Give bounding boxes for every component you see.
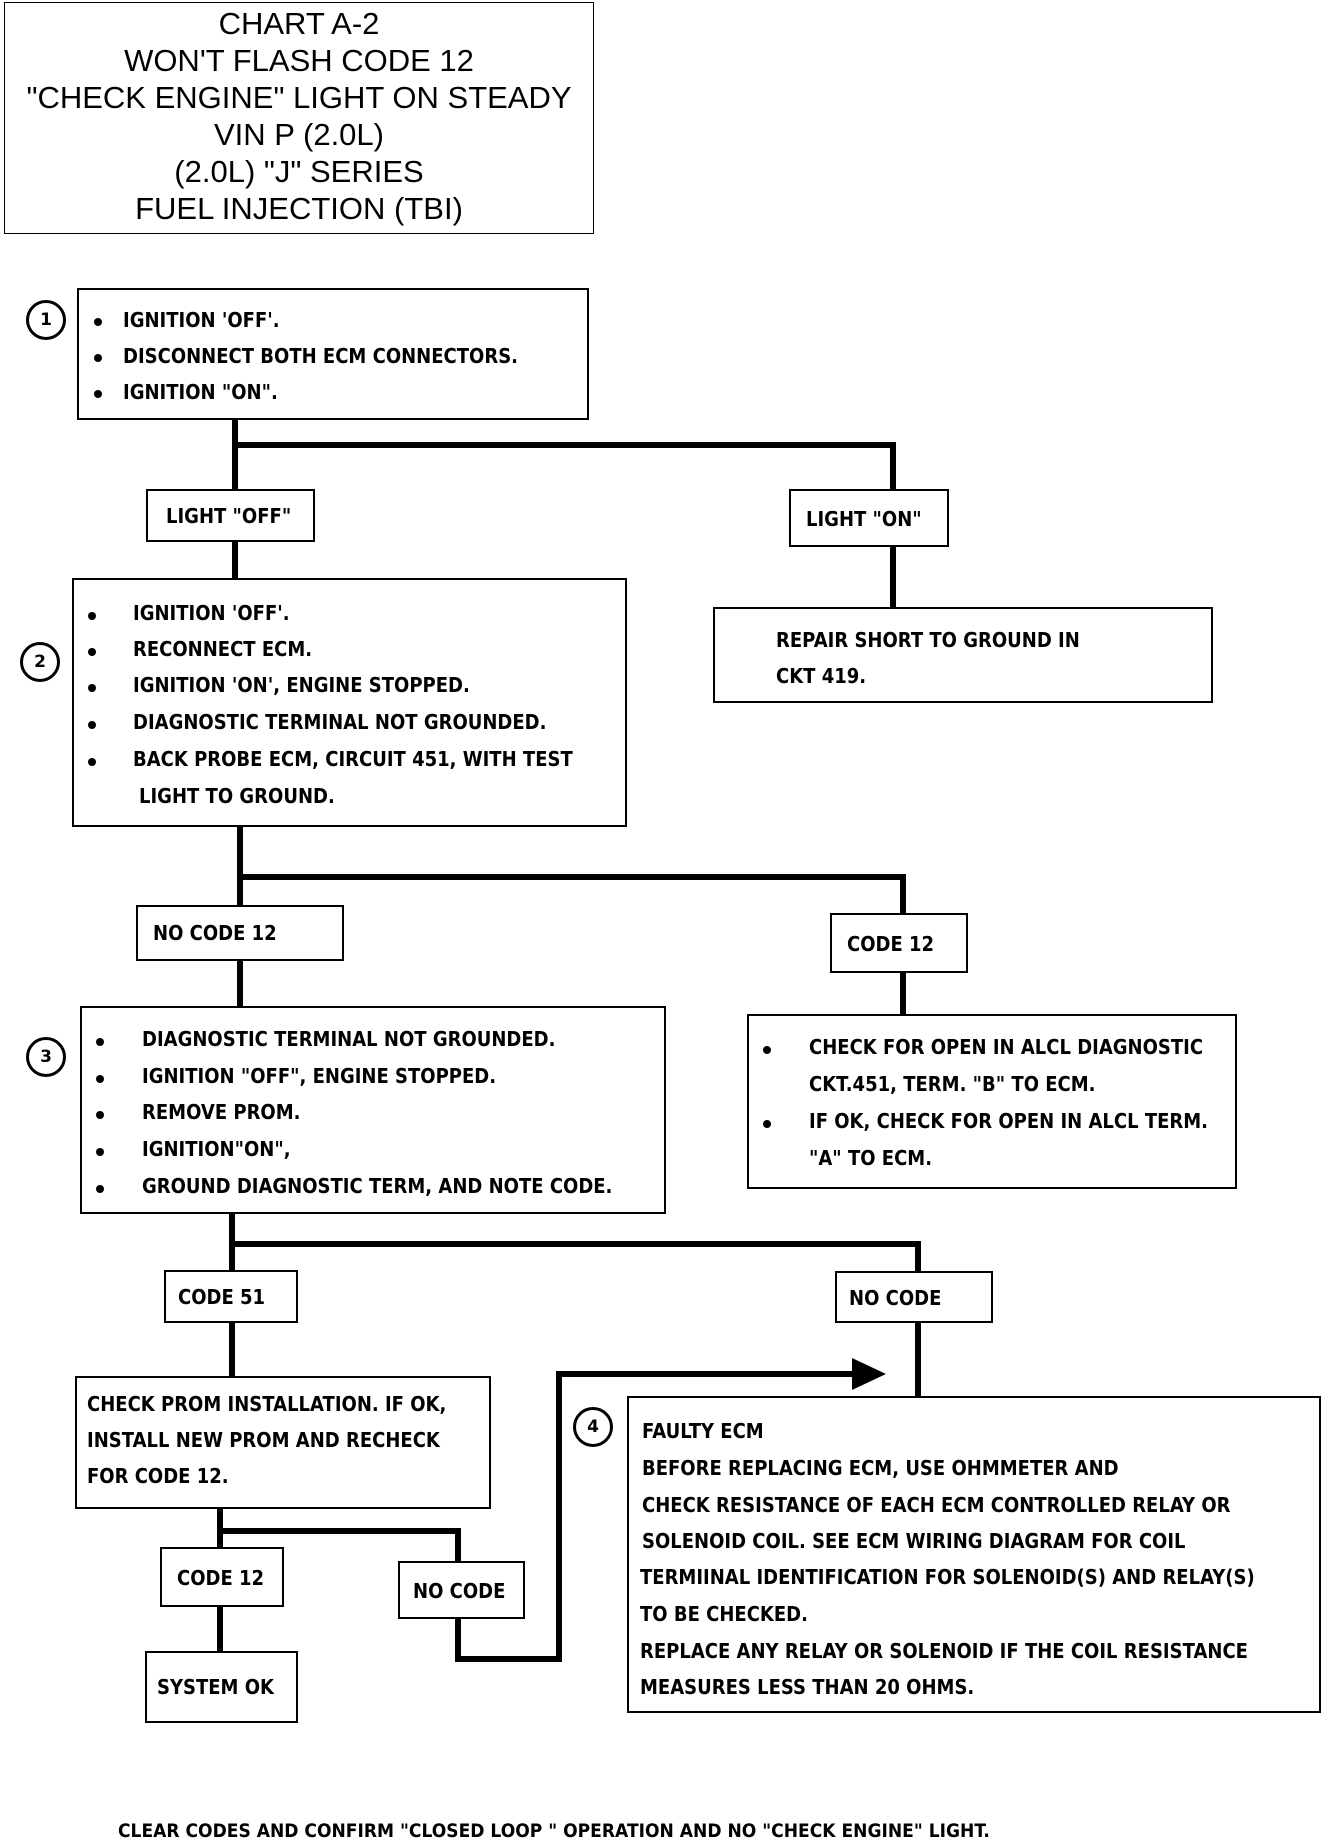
- step-4-line: BEFORE REPLACING ECM, USE OHMMETER AND: [642, 1456, 1119, 1480]
- step-1-marker: 1: [26, 300, 66, 340]
- alcl-item: CHECK FOR OPEN IN ALCL DIAGNOSTIC: [809, 1035, 1204, 1059]
- title-line: WON'T FLASH CODE 12: [124, 43, 474, 78]
- bullet-icon: [96, 1111, 104, 1119]
- step-2-item: IGNITION 'ON', ENGINE STOPPED.: [133, 673, 470, 697]
- step-2-item: BACK PROBE ECM, CIRCUIT 451, WITH TEST: [133, 747, 573, 771]
- bullet-icon: [96, 1148, 104, 1156]
- bullet-icon: [88, 684, 96, 692]
- step-3-item: REMOVE PROM.: [142, 1100, 301, 1124]
- step-4-line: MEASURES LESS THAN 20 OHMS.: [640, 1675, 975, 1699]
- step-3-item: IGNITION"ON",: [142, 1137, 291, 1161]
- repair-short-box: REPAIR SHORT TO GROUND IN CKT 419.: [713, 607, 1213, 703]
- step-4-marker: 4: [573, 1407, 613, 1447]
- light-off-box: LIGHT "OFF": [146, 489, 315, 542]
- prom-line: FOR CODE 12.: [87, 1464, 229, 1488]
- alcl-continuation: CKT.451, TERM. "B" TO ECM.: [809, 1072, 1096, 1096]
- bullet-icon: [88, 721, 96, 729]
- bullet-icon: [94, 354, 102, 362]
- code-51-label: CODE 51: [178, 1285, 266, 1309]
- bullet-icon: [88, 758, 96, 766]
- system-ok-box: SYSTEM OK: [145, 1651, 298, 1723]
- step-1-item: IGNITION 'OFF'.: [123, 308, 280, 332]
- footer-note: CLEAR CODES AND CONFIRM "CLOSED LOOP " O…: [118, 1820, 990, 1842]
- light-off-label: LIGHT "OFF": [166, 504, 292, 528]
- bullet-icon: [763, 1046, 771, 1054]
- step-4-box: FAULTY ECM BEFORE REPLACING ECM, USE OHM…: [627, 1396, 1321, 1713]
- no-code-recheck-label: NO CODE: [413, 1579, 506, 1603]
- no-code-box: NO CODE: [835, 1271, 993, 1323]
- no-code-12-label: NO CODE 12: [153, 921, 277, 945]
- code-12-box: CODE 12: [830, 913, 968, 973]
- step-1-item: IGNITION "ON".: [123, 380, 278, 404]
- bullet-icon: [96, 1185, 104, 1193]
- bullet-icon: [96, 1075, 104, 1083]
- step-4-line: SOLENOID COIL. SEE ECM WIRING DIAGRAM FO…: [642, 1529, 1186, 1553]
- step-3-marker: 3: [26, 1037, 66, 1077]
- step-1-item: DISCONNECT BOTH ECM CONNECTORS.: [123, 344, 519, 368]
- code-12-label: CODE 12: [847, 932, 935, 956]
- alcl-continuation: "A" TO ECM.: [809, 1146, 933, 1170]
- chart-title-box: CHART A-2 WON'T FLASH CODE 12 "CHECK ENG…: [4, 2, 594, 234]
- step-2-marker: 2: [20, 642, 60, 682]
- no-code-label: NO CODE: [849, 1286, 942, 1310]
- step-1-box: IGNITION 'OFF'. DISCONNECT BOTH ECM CONN…: [77, 288, 589, 420]
- connector-prom-split: [217, 1509, 461, 1561]
- light-on-label: LIGHT "ON": [806, 507, 922, 531]
- code-51-box: CODE 51: [164, 1270, 298, 1323]
- step-3-box: DIAGNOSTIC TERMINAL NOT GROUNDED. IGNITI…: [80, 1006, 666, 1214]
- code-12-recheck-box: CODE 12: [160, 1547, 284, 1607]
- connector-no-code-loop: [455, 1371, 866, 1662]
- light-on-box: LIGHT "ON": [789, 489, 949, 547]
- arrow-head-icon: [852, 1358, 886, 1390]
- connector-step3-split: [229, 1214, 921, 1271]
- step-3-item: IGNITION "OFF", ENGINE STOPPED.: [142, 1064, 497, 1088]
- no-code-12-box: NO CODE 12: [136, 905, 344, 961]
- step-2-item: DIAGNOSTIC TERMINAL NOT GROUNDED.: [133, 710, 547, 734]
- bullet-icon: [96, 1038, 104, 1046]
- bullet-icon: [94, 318, 102, 326]
- alcl-check-box: CHECK FOR OPEN IN ALCL DIAGNOSTIC CKT.45…: [747, 1014, 1237, 1189]
- step-2-item: RECONNECT ECM.: [133, 637, 313, 661]
- prom-check-box: CHECK PROM INSTALLATION. IF OK, INSTALL …: [75, 1376, 491, 1509]
- step-4-line: FAULTY ECM: [642, 1419, 764, 1443]
- step-4-line: TO BE CHECKED.: [640, 1602, 808, 1626]
- step-2-item: IGNITION 'OFF'.: [133, 601, 290, 625]
- system-ok-label: SYSTEM OK: [157, 1675, 274, 1699]
- code-12-recheck-label: CODE 12: [177, 1566, 265, 1590]
- title-line: VIN P (2.0L): [213, 117, 384, 152]
- connector-step1-split: [232, 420, 896, 512]
- step-4-line: REPLACE ANY RELAY OR SOLENOID IF THE COI…: [640, 1639, 1248, 1663]
- step-4-line: CHECK RESISTANCE OF EACH ECM CONTROLLED …: [642, 1493, 1231, 1517]
- connector-step2-split: [237, 827, 906, 913]
- step-2-box: IGNITION 'OFF'. RECONNECT ECM. IGNITION …: [72, 578, 627, 827]
- bullet-icon: [88, 612, 96, 620]
- step-3-item: DIAGNOSTIC TERMINAL NOT GROUNDED.: [142, 1027, 556, 1051]
- step-4-line: TERMIINAL IDENTIFICATION FOR SOLENOID(S)…: [640, 1565, 1255, 1589]
- step-3-item: GROUND DIAGNOSTIC TERM, AND NOTE CODE.: [142, 1174, 613, 1198]
- title-line: (2.0L) "J" SERIES: [174, 154, 424, 189]
- alcl-item: IF OK, CHECK FOR OPEN IN ALCL TERM.: [809, 1109, 1209, 1133]
- bullet-icon: [763, 1120, 771, 1128]
- no-code-recheck-box: NO CODE: [398, 1561, 525, 1619]
- title-line: "CHECK ENGINE" LIGHT ON STEADY: [26, 80, 572, 115]
- repair-line: REPAIR SHORT TO GROUND IN: [776, 628, 1080, 652]
- step-2-continuation: LIGHT TO GROUND.: [139, 784, 335, 808]
- prom-line: INSTALL NEW PROM AND RECHECK: [87, 1428, 440, 1452]
- bullet-icon: [94, 390, 102, 398]
- title-line: FUEL INJECTION (TBI): [135, 191, 463, 226]
- prom-line: CHECK PROM INSTALLATION. IF OK,: [87, 1392, 447, 1416]
- bullet-icon: [88, 648, 96, 656]
- title-line: CHART A-2: [218, 6, 380, 41]
- repair-line: CKT 419.: [776, 664, 867, 688]
